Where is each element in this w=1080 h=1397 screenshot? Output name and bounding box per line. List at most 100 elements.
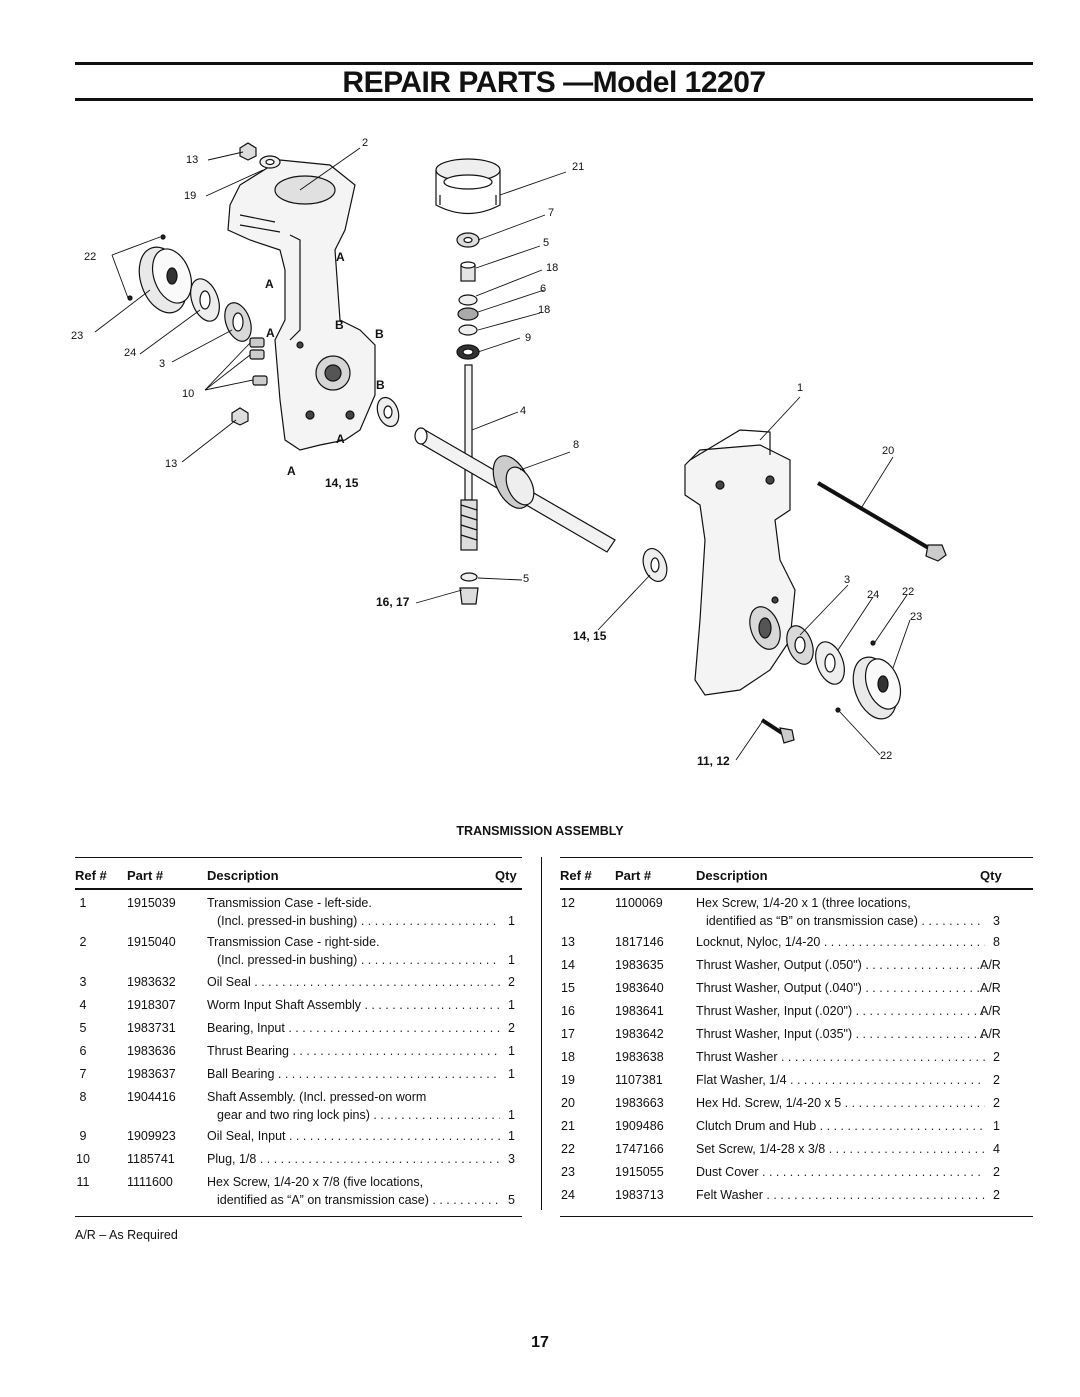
- quantity: 3: [993, 914, 1000, 928]
- page-number: 17: [531, 1334, 549, 1351]
- part-number: 1983636: [127, 1044, 176, 1058]
- table-bottom-rule-left: [75, 1216, 522, 1217]
- quantity: 8: [993, 935, 1000, 949]
- quantity: A/R: [980, 958, 1001, 972]
- callout-19: 19: [184, 190, 196, 202]
- ref-number: 10: [76, 1152, 90, 1166]
- description-line-2: identified as “B” on transmission case) …: [706, 914, 985, 928]
- description-line: Ball Bearing . . . . . . . . . . . . . .…: [207, 1067, 500, 1081]
- header-qty: Qty: [980, 868, 1002, 883]
- title-underline: [75, 98, 1033, 101]
- callout-21: 21: [572, 161, 584, 173]
- description-line: Bearing, Input . . . . . . . . . . . . .…: [207, 1021, 500, 1035]
- ref-number: 18: [561, 1050, 575, 1064]
- callout-3b: 3: [844, 574, 850, 586]
- part-number: 1983640: [615, 981, 664, 995]
- hex-screw-small: [760, 718, 795, 744]
- description-line: Oil Seal . . . . . . . . . . . . . . . .…: [207, 975, 500, 989]
- description-line: Thrust Washer, Output (.040") . . . . . …: [696, 981, 985, 995]
- callout-8: 8: [573, 439, 579, 451]
- ref-number: 17: [561, 1027, 575, 1041]
- table-bottom-rule-right: [560, 1216, 1033, 1217]
- callout-13: 13: [186, 154, 198, 166]
- ref-number: 4: [79, 998, 87, 1012]
- location-a-3: A: [266, 326, 275, 340]
- ref-number: 5: [79, 1021, 87, 1035]
- ref-number: 3: [79, 975, 87, 989]
- footnote: A/R – As Required: [75, 1228, 178, 1242]
- callout-2: 2: [362, 137, 368, 149]
- callout-24b: 24: [867, 589, 879, 601]
- ref-number: 1: [79, 896, 87, 910]
- quantity: 3: [508, 1152, 515, 1166]
- quantity: 1: [508, 1067, 515, 1081]
- part-number: 1909486: [615, 1119, 664, 1133]
- callout-14-15b: 14, 15: [573, 629, 607, 643]
- callout-5b: 5: [523, 573, 529, 585]
- quantity: 1: [508, 914, 515, 928]
- callout-22: 22: [84, 251, 96, 263]
- callout-13b: 13: [165, 458, 177, 470]
- callout-16-17: 16, 17: [376, 595, 410, 609]
- part-number: 1185741: [127, 1152, 175, 1166]
- callout-20: 20: [882, 445, 894, 457]
- transmission-case-left-side: [684, 429, 796, 696]
- quantity: 1: [993, 1119, 1000, 1133]
- part-number: 1915055: [615, 1165, 664, 1179]
- ref-number: 7: [79, 1067, 87, 1081]
- part-number: 1983637: [127, 1067, 176, 1081]
- location-a-1: A: [336, 250, 345, 264]
- part-number: 1817146: [615, 935, 664, 949]
- part-number: 1983713: [615, 1188, 664, 1202]
- worm-input-shaft: [460, 364, 478, 551]
- quantity: 5: [508, 1193, 515, 1207]
- part-number: 1983632: [127, 975, 176, 989]
- header-part: Part #: [127, 868, 164, 883]
- quantity: 2: [993, 1073, 1000, 1087]
- quantity: 2: [993, 1188, 1000, 1202]
- callout-11-12: 11, 12: [697, 754, 730, 768]
- quantity: 1: [508, 1044, 515, 1058]
- quantity: 1: [508, 1108, 515, 1122]
- ref-number: 11: [76, 1175, 90, 1189]
- header-ref: Ref #: [560, 868, 592, 883]
- callout-18b: 18: [538, 304, 550, 316]
- locknut-lower: [231, 407, 249, 426]
- ref-number: 2: [79, 935, 87, 949]
- location-a-5: A: [287, 464, 296, 478]
- location-b-1: B: [335, 318, 344, 332]
- description-line: Locknut, Nyloc, 1/4-20 . . . . . . . . .…: [696, 935, 985, 949]
- description-line: Clutch Drum and Hub . . . . . . . . . . …: [696, 1119, 985, 1133]
- part-number: 1107381: [615, 1073, 663, 1087]
- dust-cover-left: [127, 234, 193, 314]
- quantity: 2: [508, 1021, 515, 1035]
- quantity: A/R: [980, 981, 1001, 995]
- callout-5a: 5: [543, 237, 549, 249]
- ref-number: 14: [561, 958, 575, 972]
- location-b-3: B: [376, 378, 385, 392]
- description-line-2: identified as “A” on transmission case) …: [217, 1193, 500, 1207]
- part-number: 1983635: [615, 958, 664, 972]
- part-number: 1915040: [127, 935, 176, 949]
- header-description: Description: [696, 868, 768, 883]
- ref-number: 24: [561, 1188, 575, 1202]
- quantity: 1: [508, 998, 515, 1012]
- output-shaft: [414, 427, 616, 553]
- description-line: Dust Cover . . . . . . . . . . . . . . .…: [696, 1165, 985, 1179]
- callout-4: 4: [520, 405, 526, 417]
- quantity: A/R: [980, 1004, 1001, 1018]
- hex-hd-screw-long: [816, 481, 947, 562]
- callout-9: 9: [525, 332, 531, 344]
- description-line-2: gear and two ring lock pins) . . . . . .…: [217, 1108, 500, 1122]
- top-rule: [75, 62, 1033, 65]
- header-part: Part #: [615, 868, 652, 883]
- description-line: Worm Input Shaft Assembly . . . . . . . …: [207, 998, 500, 1012]
- table-top-rule-left: [75, 857, 522, 858]
- part-number: 1909923: [127, 1129, 176, 1143]
- location-b-2: B: [375, 327, 384, 341]
- callout-6: 6: [540, 283, 546, 295]
- description-line: Thrust Washer . . . . . . . . . . . . . …: [696, 1050, 985, 1064]
- transmission-case-right-side: [227, 159, 376, 451]
- ref-number: 12: [561, 896, 575, 910]
- page-title: REPAIR PARTS —Model 12207: [342, 66, 766, 99]
